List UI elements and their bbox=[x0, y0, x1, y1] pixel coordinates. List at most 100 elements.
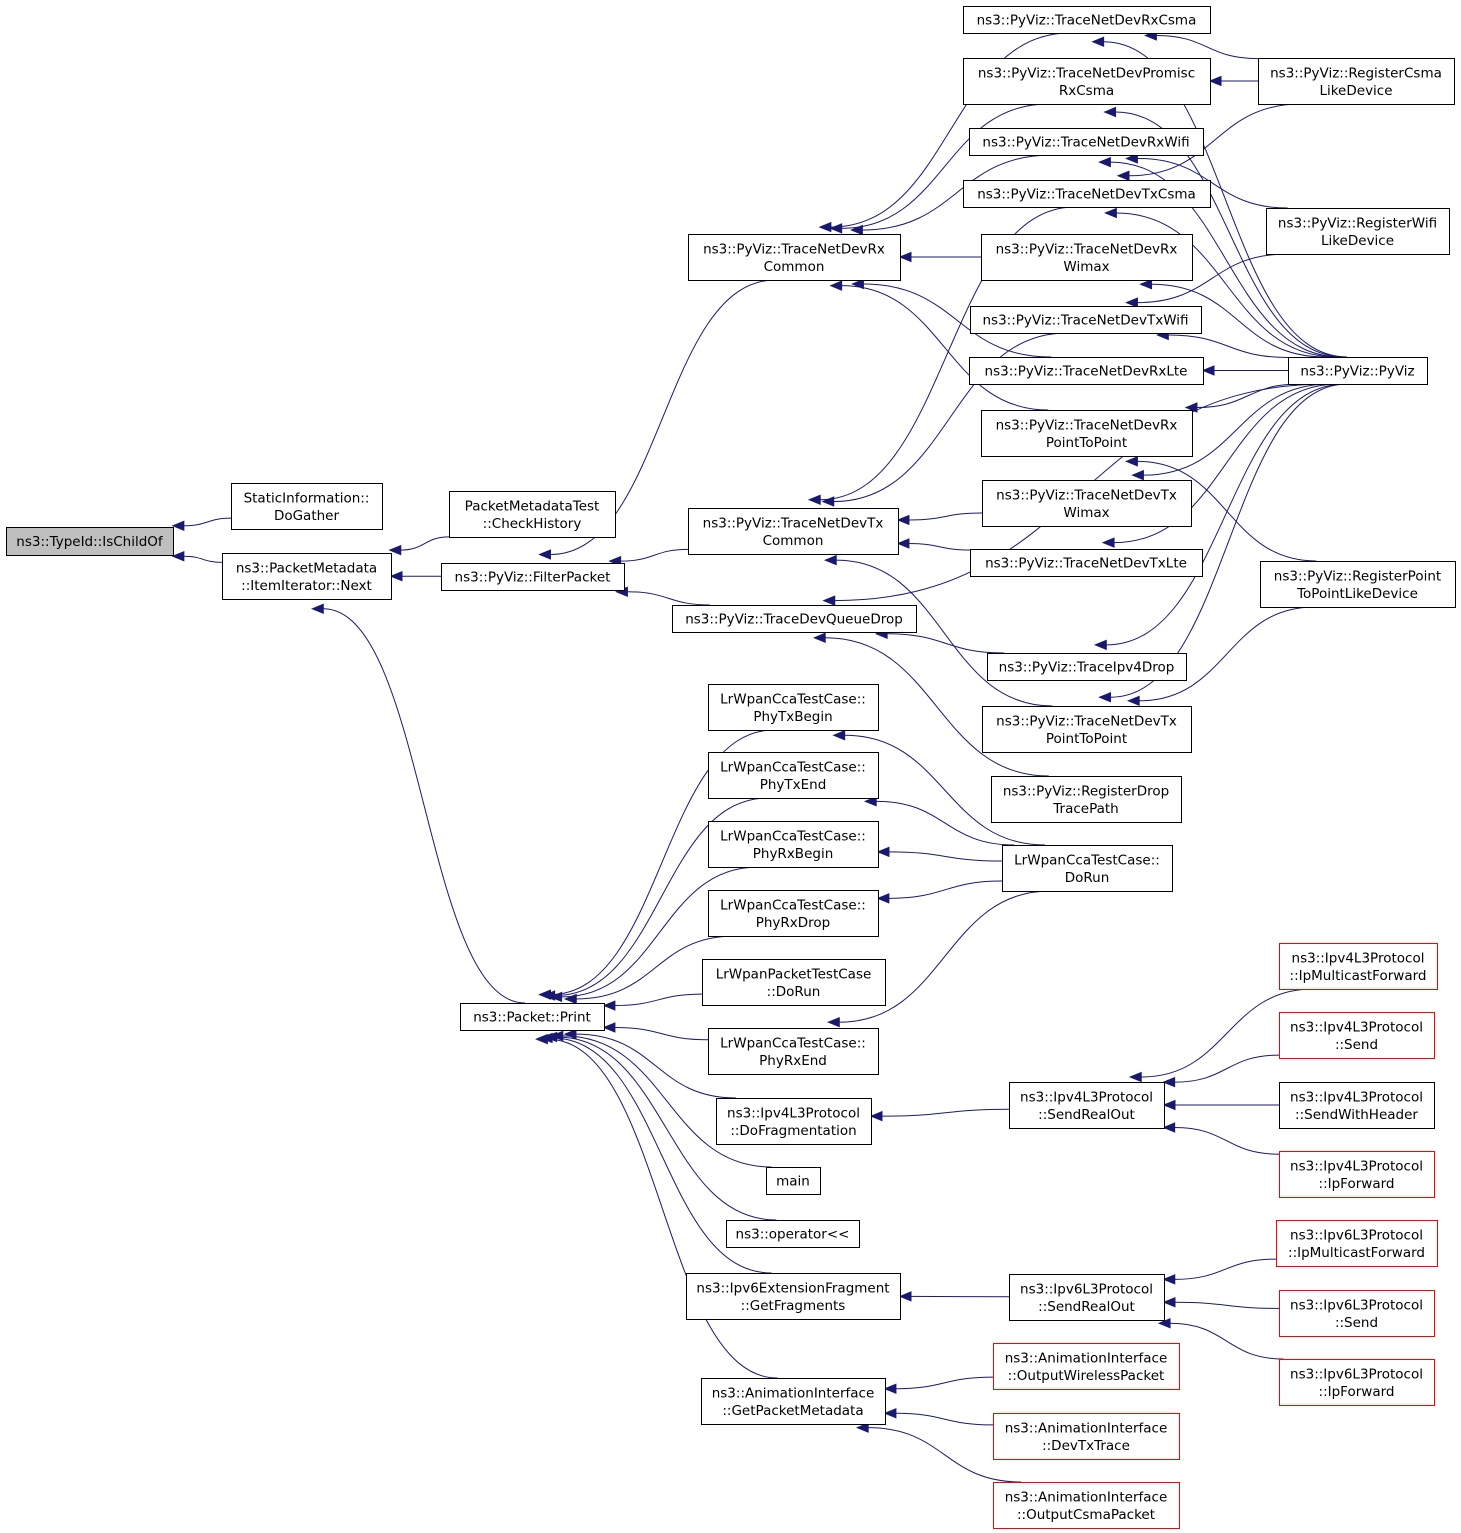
node-label: PhyRxDrop bbox=[756, 915, 831, 931]
node-label: ns3::PyViz::RegisterWifi bbox=[1278, 215, 1437, 231]
node-dofrag[interactable]: ns3::Ipv4L3Protocol::DoFragmentation bbox=[716, 1098, 872, 1145]
node-label: PhyTxBegin bbox=[753, 709, 832, 725]
node-queuedrop[interactable]: ns3::PyViz::TraceDevQueueDrop bbox=[672, 605, 917, 633]
node-ipv6mcast[interactable]: ns3::Ipv6L3Protocol::IpMulticastForward bbox=[1276, 1220, 1438, 1267]
node-main[interactable]: main bbox=[766, 1167, 821, 1195]
node-checkhistory[interactable]: PacketMetadataTest::CheckHistory bbox=[449, 491, 616, 538]
node-ipv6send[interactable]: ns3::Ipv6L3Protocol::Send bbox=[1279, 1290, 1435, 1337]
node-box bbox=[6, 527, 174, 556]
node-label: ::GetFragments bbox=[741, 1298, 846, 1314]
node-rxcsma[interactable]: ns3::PyViz::TraceNetDevRxCsma bbox=[963, 6, 1211, 34]
node-box bbox=[1279, 1012, 1435, 1059]
edge-line bbox=[552, 1037, 772, 1274]
node-pyviz[interactable]: ns3::PyViz::PyViz bbox=[1288, 357, 1428, 385]
node-regp2p[interactable]: ns3::PyViz::RegisterPointToPointLikeDevi… bbox=[1260, 561, 1456, 608]
node-ischildof[interactable]: ns3::TypeId::IsChildOf bbox=[6, 527, 174, 556]
node-ipv4send[interactable]: ns3::Ipv4L3Protocol::Send bbox=[1279, 1012, 1435, 1059]
node-box bbox=[993, 1413, 1180, 1460]
node-label: ns3::PyViz::TraceNetDevPromisc bbox=[978, 65, 1195, 81]
node-txwifi[interactable]: ns3::PyViz::TraceNetDevTxWifi bbox=[970, 306, 1202, 334]
edge-line bbox=[1170, 1322, 1284, 1360]
node-box bbox=[688, 234, 901, 281]
node-ipv4mcast[interactable]: ns3::Ipv4L3Protocol::IpMulticastForward bbox=[1279, 943, 1438, 990]
node-packetprint[interactable]: ns3::Packet::Print bbox=[460, 1003, 605, 1031]
arrowhead bbox=[869, 1110, 883, 1122]
node-label: DoGather bbox=[274, 508, 340, 524]
edge-line bbox=[888, 880, 1003, 899]
edge-line bbox=[627, 591, 710, 606]
node-outcsma[interactable]: ns3::AnimationInterface::OutputCsmaPacke… bbox=[993, 1482, 1180, 1529]
node-staticinfo[interactable]: StaticInformation::DoGather bbox=[231, 483, 383, 530]
node-box bbox=[708, 752, 879, 799]
node-ipv4sendhdr[interactable]: ns3::Ipv4L3Protocol::SendWithHeader bbox=[1279, 1082, 1435, 1129]
node-rxlte[interactable]: ns3::PyViz::TraceNetDevRxLte bbox=[969, 357, 1204, 385]
edge-line bbox=[1106, 383, 1346, 646]
arrowhead bbox=[1125, 153, 1138, 164]
edge-line bbox=[825, 637, 1049, 777]
node-phytxend[interactable]: LrWpanCcaTestCase::PhyTxEnd bbox=[708, 752, 879, 799]
node-getmeta[interactable]: ns3::AnimationInterface::GetPacketMetada… bbox=[701, 1378, 886, 1425]
edge-ccadorun-to-phyrxbegin bbox=[876, 846, 1003, 862]
edge-regwifi-to-txwifi bbox=[1125, 253, 1287, 308]
node-ipv6fwd[interactable]: ns3::Ipv6L3Protocol::IpForward bbox=[1279, 1359, 1435, 1406]
node-box bbox=[726, 1220, 860, 1248]
node-label: ns3::PyViz::TraceDevQueueDrop bbox=[685, 612, 903, 628]
node-filterpacket[interactable]: ns3::PyViz::FilterPacket bbox=[441, 563, 625, 591]
node-label: ns3::Ipv6L3Protocol bbox=[1020, 1281, 1153, 1297]
node-ipv4sendreal[interactable]: ns3::Ipv4L3Protocol::SendRealOut bbox=[1009, 1082, 1165, 1129]
arrowhead bbox=[1139, 279, 1153, 290]
edge-getmeta-to-packetprint bbox=[535, 1033, 778, 1379]
node-next[interactable]: ns3::PacketMetadata::ItemIterator::Next bbox=[222, 553, 392, 600]
node-ccadorun[interactable]: LrWpanCcaTestCase::DoRun bbox=[1002, 845, 1173, 892]
node-phyrxend[interactable]: LrWpanCcaTestCase::PhyRxEnd bbox=[708, 1028, 879, 1075]
arrowhead bbox=[896, 538, 910, 549]
arrowhead bbox=[563, 993, 577, 1005]
node-box bbox=[970, 306, 1202, 334]
node-outwireless[interactable]: ns3::AnimationInterface::OutputWirelessP… bbox=[993, 1343, 1180, 1390]
edge-line bbox=[550, 729, 774, 996]
arrowhead bbox=[832, 730, 846, 741]
node-operator[interactable]: ns3::operator<< bbox=[726, 1220, 860, 1248]
arrowhead bbox=[850, 224, 863, 236]
edge-line bbox=[1151, 283, 1326, 358]
edge-line bbox=[1196, 383, 1299, 409]
node-label: ns3::Ipv4L3Protocol bbox=[1292, 950, 1425, 966]
node-ipv4drop[interactable]: ns3::PyViz::TraceIpv4Drop bbox=[987, 653, 1187, 681]
arrowhead bbox=[807, 494, 821, 505]
node-box bbox=[708, 890, 879, 937]
edge-line bbox=[908, 512, 983, 521]
node-devtxtrace[interactable]: ns3::AnimationInterface::DevTxTrace bbox=[993, 1413, 1180, 1460]
node-phytxbegin[interactable]: LrWpanCcaTestCase::PhyTxBegin bbox=[708, 684, 879, 731]
node-label: ns3::PyViz::TraceNetDevTx bbox=[996, 487, 1177, 503]
node-txcsma[interactable]: ns3::PyViz::TraceNetDevTxCsma bbox=[963, 180, 1211, 208]
node-phyrxdrop[interactable]: LrWpanCcaTestCase::PhyRxDrop bbox=[708, 890, 879, 937]
arrowhead bbox=[389, 570, 403, 582]
node-ipv6sendreal[interactable]: ns3::Ipv6L3Protocol::SendRealOut bbox=[1009, 1274, 1165, 1321]
node-phyrxbegin[interactable]: LrWpanCcaTestCase::PhyRxBegin bbox=[708, 821, 879, 868]
node-box bbox=[708, 1028, 879, 1075]
node-label: ns3::PyViz::TraceNetDevTx bbox=[996, 713, 1177, 729]
edge-txwimax-to-txcommon bbox=[896, 512, 983, 526]
node-txlte[interactable]: ns3::PyViz::TraceNetDevTxLte bbox=[970, 549, 1203, 577]
node-getfrag[interactable]: ns3::Ipv6ExtensionFragment::GetFragments bbox=[686, 1273, 901, 1320]
edge-ccadorun-to-phytxbegin bbox=[832, 730, 1046, 846]
node-ipv4fwd[interactable]: ns3::Ipv4L3Protocol::IpForward bbox=[1279, 1151, 1435, 1198]
node-label: ::DoFragmentation bbox=[730, 1123, 856, 1139]
node-rxwifi[interactable]: ns3::PyViz::TraceNetDevRxWifi bbox=[969, 128, 1204, 156]
edge-line bbox=[888, 851, 1003, 862]
node-box bbox=[1009, 1274, 1165, 1321]
arrowhead bbox=[1162, 1296, 1176, 1308]
node-label: ns3::PyViz::RegisterPoint bbox=[1274, 568, 1441, 584]
arrowhead bbox=[1131, 469, 1144, 481]
node-packetdorun[interactable]: LrWpanPacketTestCase::DoRun bbox=[702, 959, 886, 1006]
